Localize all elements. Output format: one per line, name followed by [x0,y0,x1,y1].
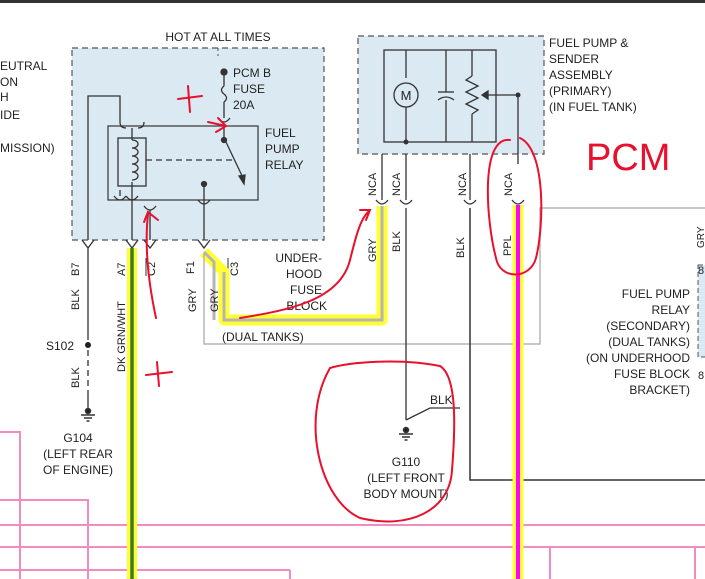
relay2-label-6: FUSE BLOCK [614,367,690,381]
red-annotations [143,85,543,523]
pin-b7: B7 [70,263,82,276]
ground-g110-icon [399,426,413,441]
gry-wire-b [222,206,384,322]
dual-tanks-wire [203,207,705,345]
pump-label-3: ASSEMBLY [549,68,613,82]
relay2-label-2: RELAY [652,303,690,317]
dual-tanks-label: (DUAL TANKS) [222,330,304,344]
ground-g104-icon [81,407,95,422]
pump-label-5: (IN FUEL TANK) [549,100,637,114]
wire-blk-left: BLK [70,289,82,310]
underhood-label-3: FUSE [290,283,322,297]
fuse-label-1: PCM B [233,66,271,80]
sender-junction [515,92,521,98]
wire-gry-2: GRY [209,288,221,312]
pcm-annotation: PCM [586,137,670,179]
fuse-label-2: FUSE [233,82,265,96]
relay-box-wires [87,95,205,240]
left-edge-line-1: EUTRAL [0,59,48,73]
pump-connector-wires [375,154,525,205]
wire-gry-1: GRY [187,288,199,312]
wire-gry-pump: GRY [367,238,379,262]
secondary-relay-pin-b: 8 [698,370,704,382]
splice-s102 [85,342,91,348]
underhood-label-2: HOOD [286,267,322,281]
gry-wire-a [202,250,216,320]
wire-blk-pump: BLK [391,231,403,252]
pump-conn-nca-2: NCA [391,172,403,196]
secondary-relay-pin-a: 8 [698,265,704,277]
relay-coil [117,121,232,196]
relay2-label-4: (DUAL TANKS) [608,335,690,349]
fuse-label-3: 20A [233,98,254,112]
pin-c3: C3 [229,262,241,276]
wire-dk-grn-wht: DK GRN/WHT [116,301,128,372]
relay2-label-5: (ON UNDERHOOD [586,351,690,365]
left-edge-line-4: IDE [0,108,20,122]
relay-label-2: PUMP [265,142,300,156]
relay-label-1: FUEL [265,126,296,140]
relay2-label-7: BRACKET) [629,383,690,397]
pin-a7: A7 [116,263,128,276]
secondary-relay-box [697,264,705,358]
pump-label-2: SENDER [549,52,599,66]
underhood-label-1: UNDER- [275,251,322,265]
wire-ppl: PPL [502,235,514,256]
ground-g104-label-2: (LEFT REAR [43,447,113,461]
relay-label-3: RELAY [265,158,303,172]
pump-label-4: (PRIMARY) [549,84,611,98]
pump-conn-nca-3: NCA [457,172,469,196]
ground-g110-label-2: (LEFT FRONT [367,471,445,485]
secondary-relay-edge-text: GRY [696,226,705,248]
relay2-label-3: (SECONDARY) [606,319,690,333]
wire-blk-pump-2: BLK [455,237,467,258]
pump-conn-nca-4: NCA [503,172,515,196]
blk-pump-wire-2 [469,208,705,481]
ground-g110-label-3: BODY MOUNT) [363,487,448,501]
underhood-label-4: BLOCK [286,299,327,313]
wire-blk-s102: BLK [70,367,82,388]
pink-lines [0,431,705,579]
blk-ground-branch [405,407,460,421]
left-edge-line-6: MISSION) [0,141,55,155]
pin-f1: F1 [185,261,197,274]
relay-switch [200,126,246,200]
pump-conn-nca-1: NCA [367,172,379,196]
left-edge-line-2: ON [0,75,18,89]
ground-g104-label-3: OF ENGINE) [43,463,113,477]
left-edge-text: EUTRAL ON H IDE MISSION) [0,59,55,155]
ground-g104-label-1: G104 [63,431,93,445]
left-edge-line-3: H [0,90,9,104]
pump-label-1: FUEL PUMP & [549,36,628,50]
splice-s102-label: S102 [46,339,74,353]
fuel-pump-internals [383,49,519,164]
motor-junction [403,139,409,145]
pcm-b-fuse [217,68,231,123]
hot-at-all-times-label: HOT AT ALL TIMES [165,30,270,44]
wire-blk-ground: BLK [430,393,453,407]
ground-g110-label-1: G110 [392,455,421,469]
relay2-label-1: FUEL PUMP [622,287,690,301]
motor-symbol: M [401,88,412,103]
